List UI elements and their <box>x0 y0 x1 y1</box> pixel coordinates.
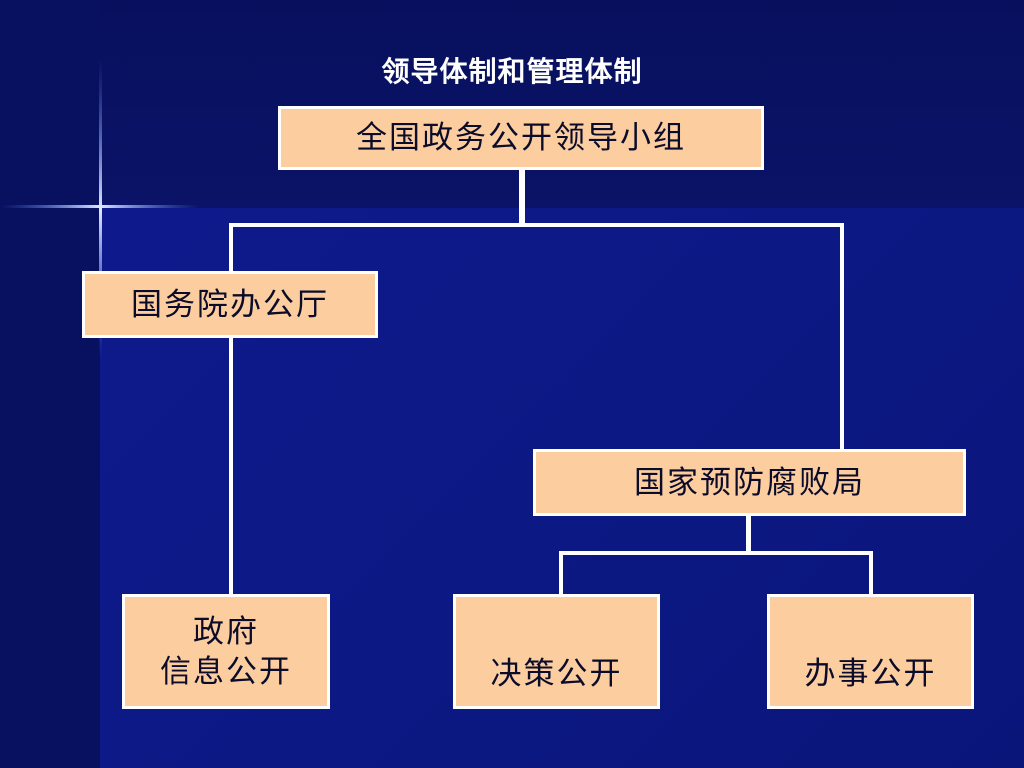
node-decision-disclosure-label: 决策公开 <box>490 656 623 692</box>
node-leading-group-label: 全国政务公开领导小组 <box>356 120 686 156</box>
node-corruption-prevention-bureau-label: 国家预防腐败局 <box>634 464 865 501</box>
node-gov-info-line1: 政府 <box>193 613 259 650</box>
node-affairs-disclosure: 办事公开 <box>767 594 974 709</box>
background-left-band <box>0 0 100 768</box>
connector-decision-drop <box>559 551 563 596</box>
connector-right-drop <box>840 223 844 451</box>
connector-affairs-drop <box>869 551 873 596</box>
connector-left-long <box>229 336 233 596</box>
connector-left-drop <box>229 223 233 273</box>
page-title: 领导体制和管理体制 <box>381 55 643 88</box>
node-leading-group: 全国政务公开领导小组 <box>278 106 764 170</box>
connector-bureau-horizontal <box>559 551 873 555</box>
node-decision-disclosure: 决策公开 <box>453 594 660 709</box>
background-top <box>0 0 1024 208</box>
node-affairs-disclosure-label: 办事公开 <box>804 656 937 692</box>
node-gov-info-line2: 信息公开 <box>160 653 292 690</box>
node-state-council-office: 国务院办公厅 <box>82 271 378 338</box>
connector-bureau-vertical <box>746 514 751 555</box>
connector-top-vertical <box>519 168 525 226</box>
node-corruption-prevention-bureau: 国家预防腐败局 <box>533 449 966 516</box>
connector-main-horizontal <box>229 223 844 227</box>
node-gov-info-disclosure: 政府 信息公开 <box>122 594 330 709</box>
node-state-council-office-label: 国务院办公厅 <box>131 286 329 323</box>
